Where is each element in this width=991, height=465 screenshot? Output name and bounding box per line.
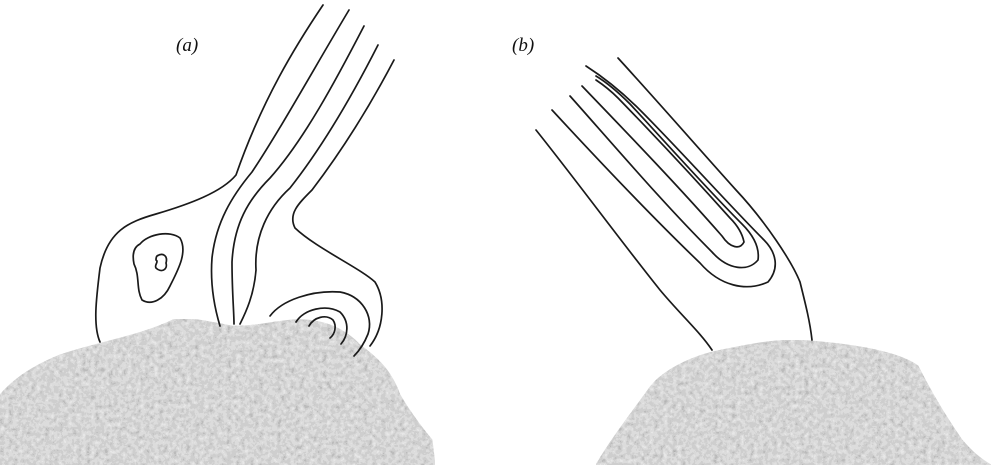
- panel-b: (b): [512, 35, 991, 465]
- hill-a: [0, 319, 435, 465]
- contour-b-2: [552, 66, 775, 287]
- vortex-loop-a-2: [156, 254, 167, 270]
- panel-label-a: (a): [176, 35, 198, 56]
- hill-b: [596, 340, 991, 465]
- contour-a-3: [232, 26, 364, 324]
- contour-a-5: [293, 60, 394, 346]
- panel-label-b: (b): [512, 35, 534, 56]
- contour-b-5: [618, 58, 812, 340]
- panel-a: (a): [0, 5, 435, 465]
- vortex-loop-a-1: [133, 234, 183, 302]
- contour-a-1: [96, 5, 323, 342]
- contour-b-1: [536, 130, 712, 350]
- contour-a-4: [240, 45, 378, 324]
